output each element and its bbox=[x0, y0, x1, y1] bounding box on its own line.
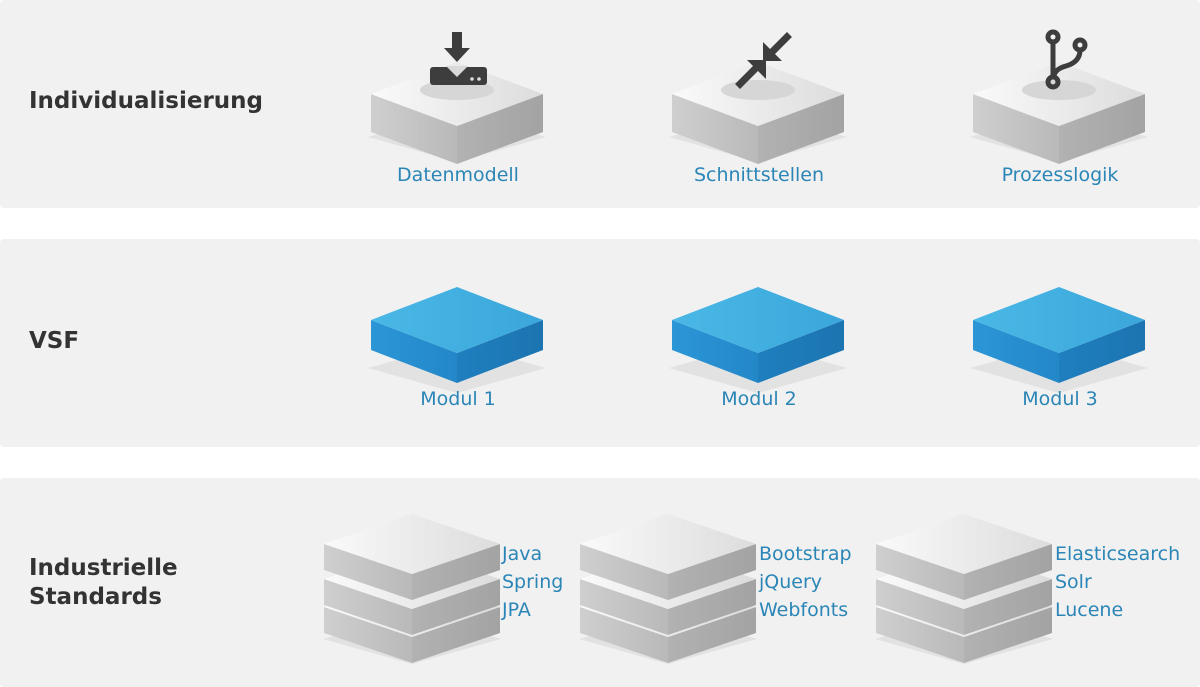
stack-labels-java: Java Spring JPA bbox=[502, 540, 563, 624]
stack-label: JPA bbox=[502, 599, 531, 621]
download-drive-icon bbox=[430, 32, 487, 85]
compress-arrows-icon bbox=[735, 32, 792, 89]
stack-label: Solr bbox=[1055, 571, 1092, 593]
stack-layer bbox=[580, 514, 756, 600]
row-title: VSF bbox=[29, 328, 80, 354]
stack-layer bbox=[876, 514, 1052, 600]
stack-label: Bootstrap bbox=[759, 543, 852, 565]
module-block bbox=[672, 287, 844, 383]
item-label-datenmodell: Datenmodell bbox=[397, 164, 519, 186]
module-block bbox=[973, 287, 1145, 383]
gray-block bbox=[973, 62, 1145, 164]
icon-base bbox=[721, 80, 795, 100]
stack-labels-frontend: Bootstrap jQuery Webfonts bbox=[759, 540, 852, 624]
item-label-prozesslogik: Prozesslogik bbox=[1001, 164, 1119, 186]
stack-label: Java bbox=[502, 543, 543, 565]
item-label-modul-1: Modul 1 bbox=[420, 388, 496, 410]
item-label-schnittstellen: Schnittstellen bbox=[693, 164, 825, 186]
row-title: Industrielle Standards bbox=[29, 554, 178, 612]
row-title-line: Standards bbox=[29, 584, 162, 610]
stack-label: Spring bbox=[502, 571, 564, 593]
row-title: Individualisierung bbox=[29, 88, 264, 114]
stack-label: jQuery bbox=[759, 571, 823, 593]
item-label-modul-2: Modul 2 bbox=[721, 388, 797, 410]
stack-label: Webfonts bbox=[759, 599, 849, 621]
module-block bbox=[371, 287, 543, 383]
row-title-line: Industrielle bbox=[29, 555, 178, 581]
stack-label: Lucene bbox=[1055, 599, 1124, 621]
icon-base bbox=[1022, 80, 1096, 100]
stack-layer bbox=[324, 514, 500, 600]
stack-label: Elasticsearch bbox=[1055, 543, 1181, 565]
git-branch-icon bbox=[1045, 29, 1088, 90]
item-label-modul-3: Modul 3 bbox=[1022, 388, 1098, 410]
stack-labels-search: Elasticsearch Solr Lucene bbox=[1055, 540, 1180, 624]
gray-block bbox=[672, 62, 844, 164]
